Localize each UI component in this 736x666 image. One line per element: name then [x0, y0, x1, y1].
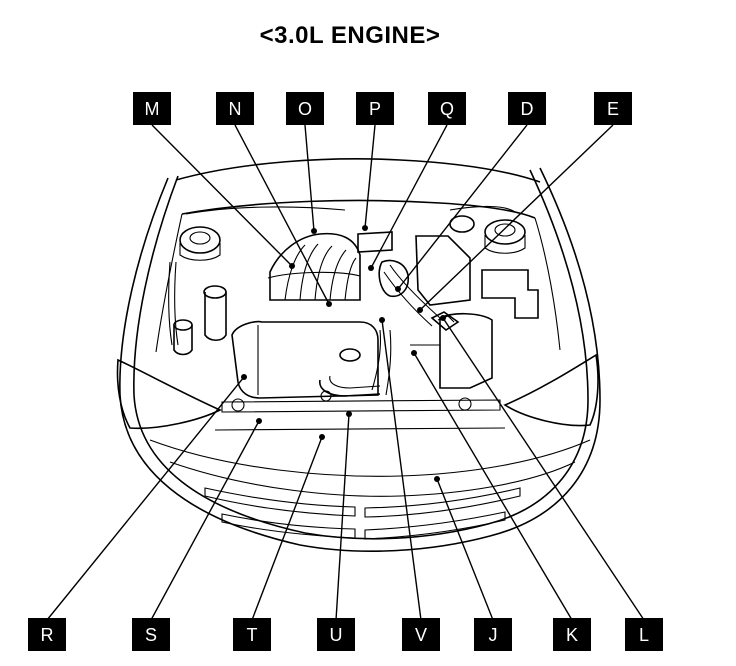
callout-k: K — [553, 618, 591, 651]
callout-s-letter: S — [145, 625, 157, 645]
callout-n: N — [216, 92, 254, 125]
diagram-title: <3.0L ENGINE> — [259, 22, 441, 49]
target-dots — [241, 225, 446, 482]
callout-p-letter: P — [369, 99, 381, 119]
callout-r-letter: R — [41, 625, 54, 645]
callout-n-letter: N — [229, 99, 242, 119]
callout-d-letter: D — [521, 99, 534, 119]
engine-components — [168, 205, 539, 412]
callout-s: S — [132, 618, 170, 651]
callout-e-letter: E — [607, 99, 619, 119]
callout-u: U — [317, 618, 355, 651]
leader-lines — [46, 124, 645, 621]
callout-m-letter: M — [145, 99, 160, 119]
callout-o: O — [286, 92, 324, 125]
callout-q-letter: Q — [440, 99, 454, 119]
car-body-outline — [116, 158, 601, 552]
callout-t: T — [233, 618, 271, 651]
callout-q: Q — [428, 92, 466, 125]
callout-m: M — [133, 92, 171, 125]
callout-r: R — [28, 618, 66, 651]
callout-o-letter: O — [298, 99, 312, 119]
callout-j: J — [474, 618, 512, 651]
callout-e: E — [594, 92, 632, 125]
callout-j-letter: J — [489, 625, 498, 645]
callout-t-letter: T — [247, 625, 258, 645]
callout-p: P — [356, 92, 394, 125]
callout-d: D — [508, 92, 546, 125]
callout-u-letter: U — [330, 625, 343, 645]
callout-v-letter: V — [415, 625, 427, 645]
callout-l-letter: L — [639, 625, 649, 645]
callout-v: V — [402, 618, 440, 651]
callout-k-letter: K — [566, 625, 578, 645]
callout-l: L — [625, 618, 663, 651]
